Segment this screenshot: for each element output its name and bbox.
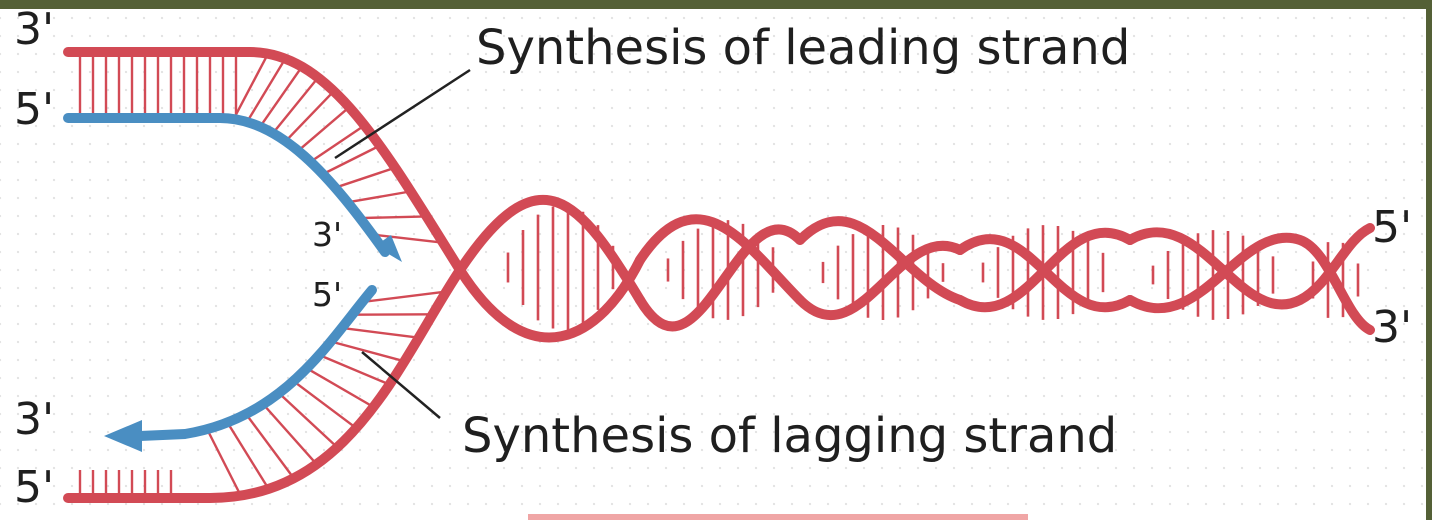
leading-fork-base-pairs <box>78 53 444 244</box>
base-pair-rung <box>306 367 375 409</box>
base-pair-rung <box>245 413 295 479</box>
lagging-fork-base-pairs <box>78 290 447 497</box>
base-pair-rung <box>362 290 447 304</box>
base-pair-rung <box>372 233 444 244</box>
base-pair-rung <box>322 144 381 176</box>
right-border <box>1426 0 1432 520</box>
base-pair-rung <box>232 53 270 120</box>
base-pair-rung <box>259 66 303 128</box>
helix-strand-a <box>455 194 645 305</box>
helix-strand-b <box>455 255 645 343</box>
helix-strand-b <box>955 234 1135 313</box>
helix-strand-a <box>635 224 805 332</box>
base-pair-rung <box>272 76 319 134</box>
base-pair-rung <box>226 421 270 490</box>
base-pair-rung <box>318 353 390 386</box>
helix-base-pairs <box>506 205 1360 330</box>
leading-strand-pointer-line <box>334 68 471 160</box>
top-left-5prime-label: 5' <box>14 84 55 135</box>
right-3prime-label: 3' <box>1372 302 1413 353</box>
right-5prime-label: 5' <box>1372 202 1413 253</box>
helix-strand-b <box>795 240 965 321</box>
base-pair-rung <box>359 215 427 220</box>
leading-parent-strand <box>63 47 465 275</box>
base-pair-rung <box>292 380 357 430</box>
leading-strand-caption: Synthesis of leading strand <box>476 20 1131 76</box>
helix-strand-a <box>1125 223 1375 310</box>
lagging-strand-pointer-line <box>361 351 441 419</box>
bottom-strip <box>528 514 1028 520</box>
helix-strand-b <box>635 214 805 305</box>
base-pair-rung <box>206 428 242 497</box>
base-pair-rung <box>341 326 419 339</box>
fork-5prime-label: 5' <box>312 275 343 314</box>
base-pair-rung <box>297 106 350 152</box>
bottom-left-5prime-label: 5' <box>14 462 55 513</box>
top-left-3prime-label: 3' <box>14 4 55 55</box>
lagging-strand-caption: Synthesis of lagging strand <box>462 408 1118 464</box>
base-pair-rung <box>246 58 287 123</box>
base-pair-rung <box>284 90 335 143</box>
base-pair-rung <box>330 340 405 363</box>
helix-strand-b <box>1125 232 1375 335</box>
base-pair-rung <box>347 190 411 204</box>
fork-3prime-label: 3' <box>312 215 343 254</box>
base-pair-rung <box>309 124 366 163</box>
helix-strand-a <box>795 216 965 305</box>
bottom-left-3prime-label: 3' <box>14 394 55 445</box>
base-pair-rung <box>278 392 339 449</box>
lagging-new-strand <box>135 285 377 441</box>
base-pair-rung <box>334 166 396 189</box>
lagging-strand-arrowhead <box>104 420 142 452</box>
top-border <box>0 0 1432 9</box>
leading-strand-arrowhead <box>375 235 402 262</box>
leading-new-strand <box>63 113 390 257</box>
lagging-parent-strand <box>63 265 465 503</box>
base-pair-rung <box>262 403 318 466</box>
